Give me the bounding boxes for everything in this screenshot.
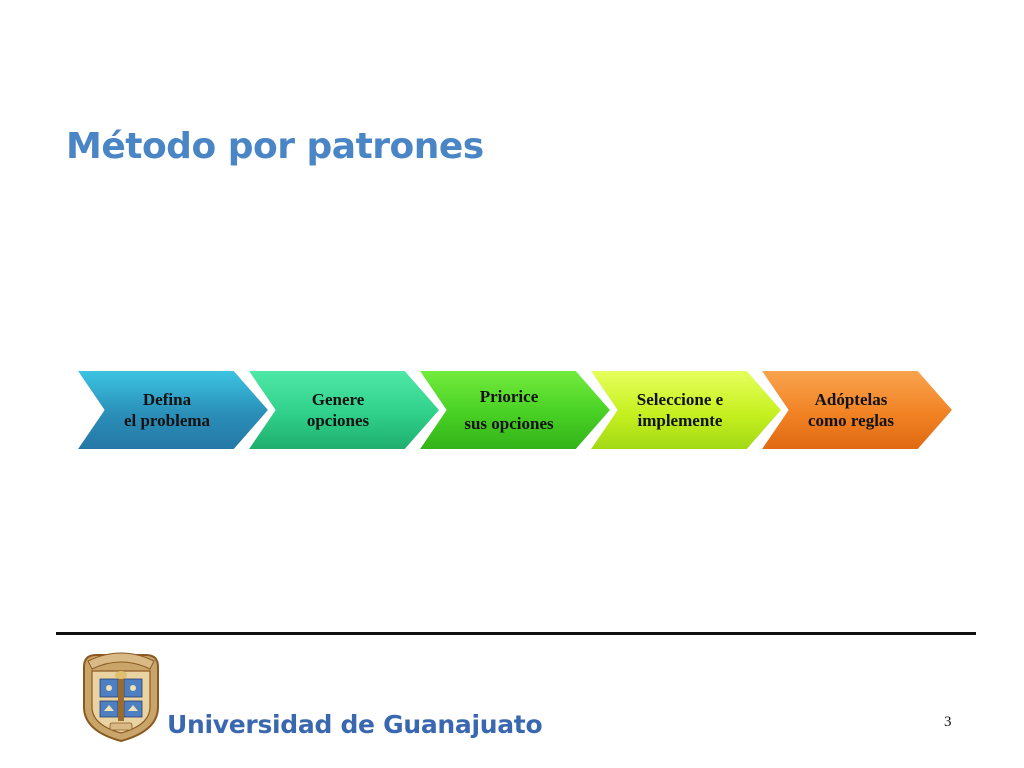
process-step-label: Seleccione e implemente [627,389,745,431]
chevron-shape [591,371,781,449]
step-line-1: Seleccione e [636,390,724,409]
process-step-label: Priorice sus opciones [454,383,575,437]
process-step-define: Defina el problema [78,371,268,449]
step-line-1: Adóptelas [814,390,888,409]
step-line-2: opciones [306,411,370,430]
step-line-2: el problema [123,411,211,430]
step-line-2: como reglas [807,411,895,430]
process-step-adopt: Adóptelas como reglas [762,371,952,449]
step-line-1: Priorice [479,387,539,406]
footer-divider [56,632,976,635]
university-name: Universidad de Guanajuato [167,710,543,739]
step-line-1: Defina [142,390,192,409]
chevron-shape [249,371,439,449]
process-step-prioritize: Priorice sus opciones [420,371,610,449]
page-number: 3 [944,714,952,730]
chevron-shape [78,371,268,449]
step-line-2: sus opciones [464,414,554,433]
process-step-label: Adóptelas como reglas [798,389,916,431]
process-step-label: Genere opciones [297,389,391,431]
slide-title: Método por patrones [66,126,484,167]
process-step-select: Seleccione e implemente [591,371,781,449]
step-line-1: Genere [311,390,365,409]
process-diagram: Defina el problema Genere opciones Prior… [78,371,958,453]
step-line-2: implemente [637,411,723,430]
process-step-label: Defina el problema [114,389,232,431]
chevron-shape [420,371,610,449]
university-seal-icon [83,652,159,743]
chevron-shape [762,371,952,449]
process-step-generate: Genere opciones [249,371,439,449]
